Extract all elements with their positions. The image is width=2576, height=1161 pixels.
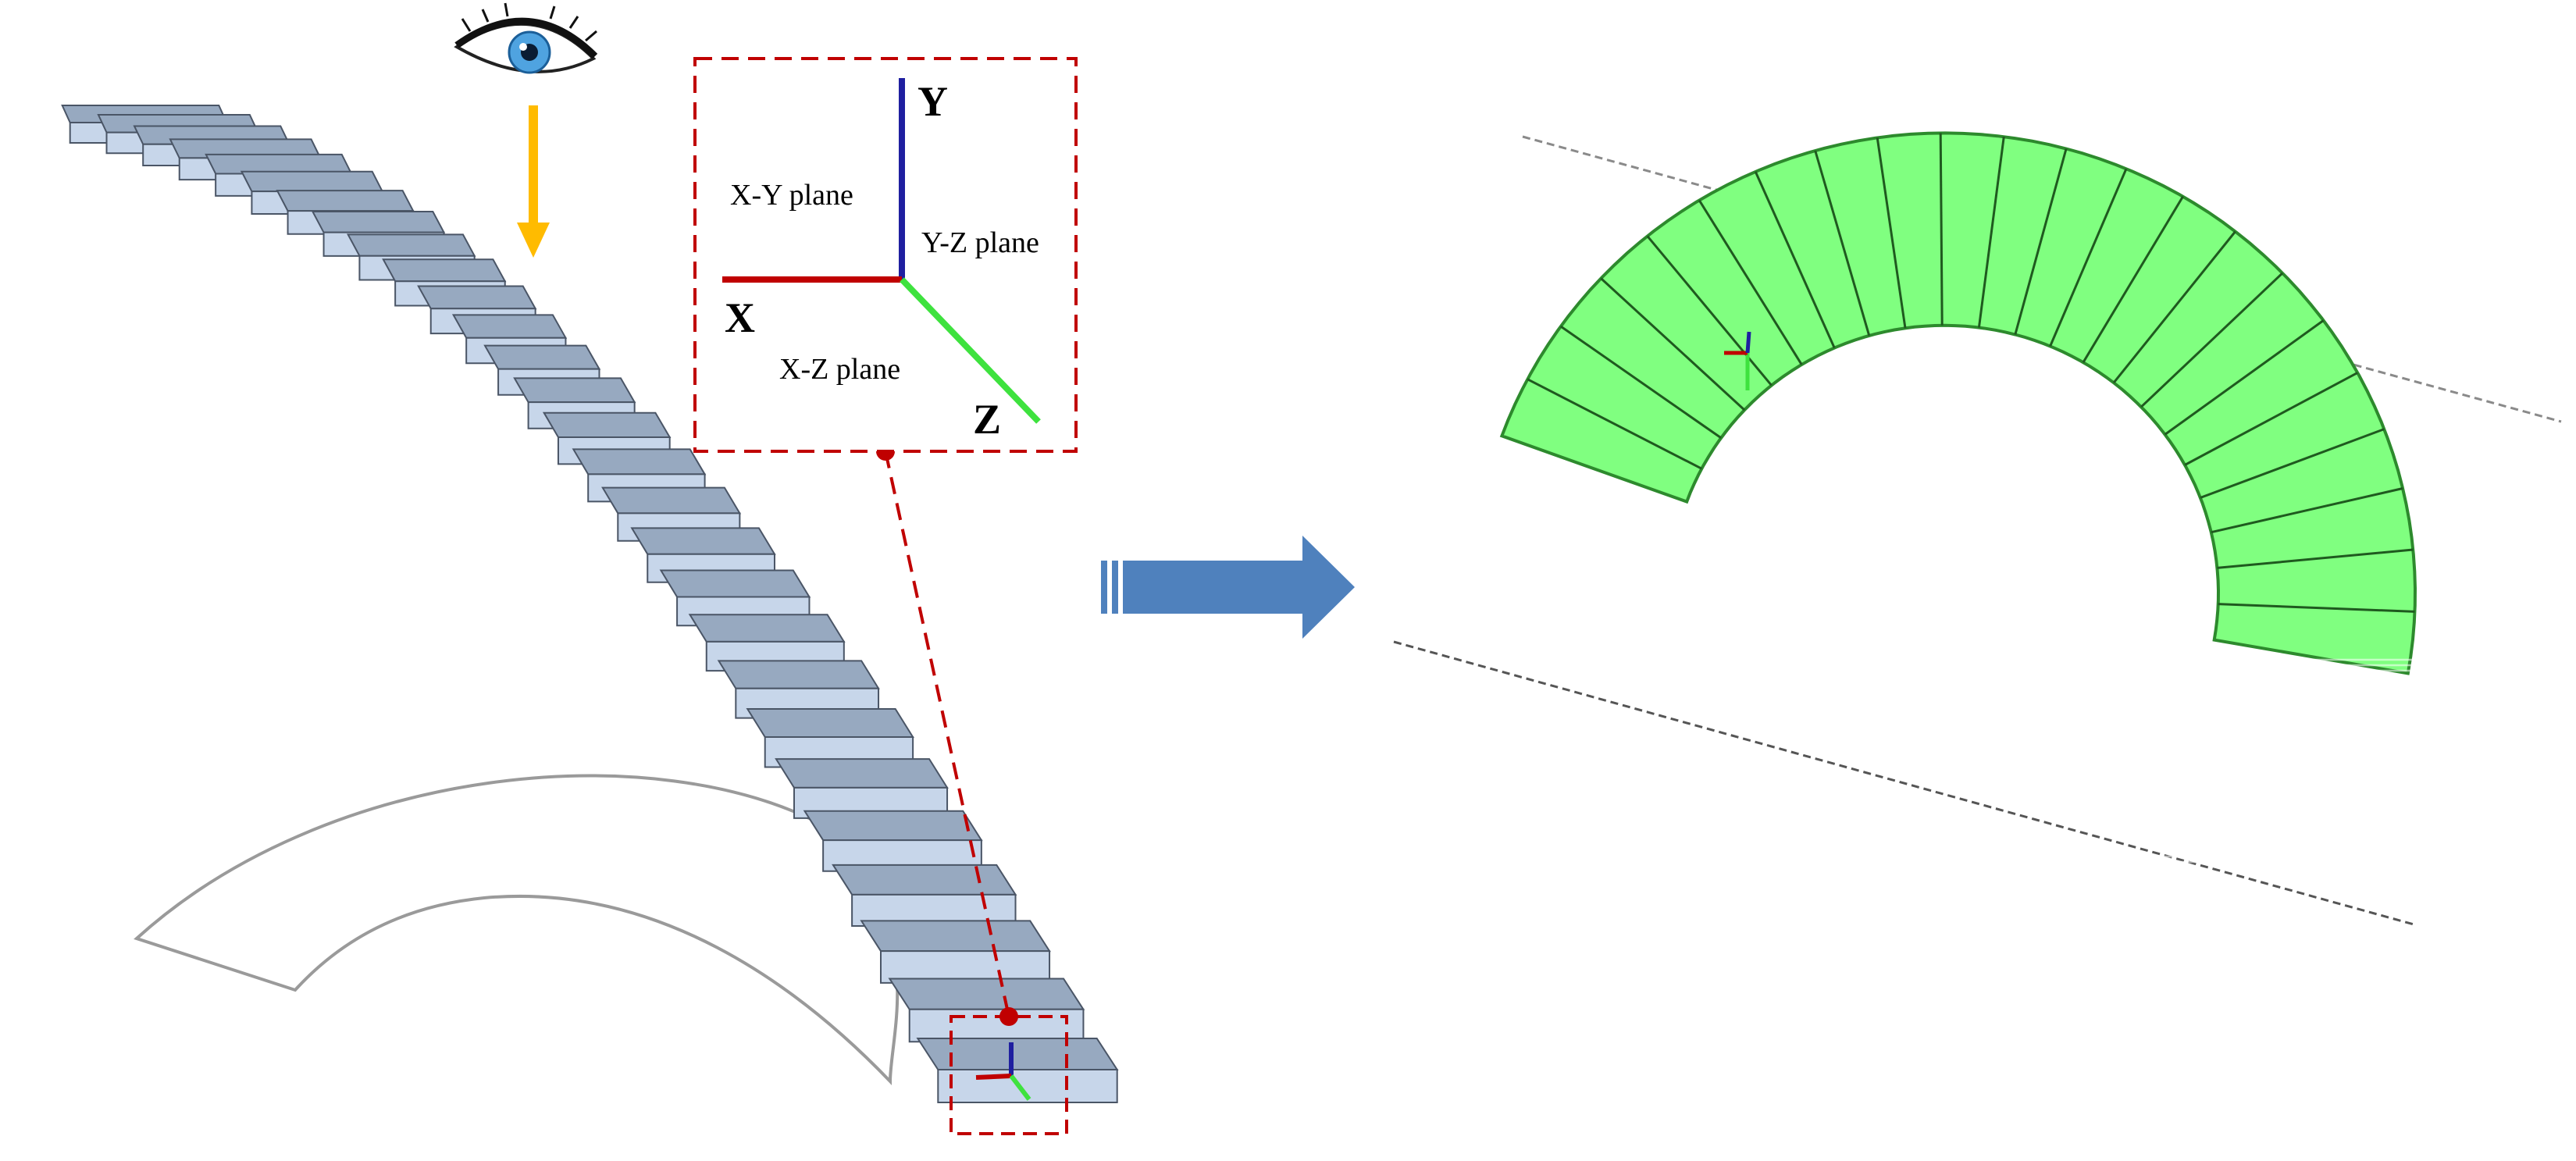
step-division-line — [2200, 428, 2385, 499]
eye-icon — [454, 2, 598, 74]
stair-step — [888, 978, 1085, 1043]
step-division-line — [2049, 168, 2128, 347]
view-direction-arrow — [517, 105, 550, 258]
stair-step — [832, 864, 1017, 928]
step-division-line — [1754, 171, 1836, 349]
zoom-link-dot-bottom — [999, 1007, 1018, 1026]
step-division-line — [2014, 148, 2068, 335]
step-division-line — [1646, 235, 1773, 386]
z-axis-line — [900, 277, 1041, 424]
xy-plane-label: X-Y plane — [730, 179, 853, 212]
zoom-connector-line — [884, 451, 1010, 1017]
stair-step — [775, 758, 949, 819]
step-division-line — [2211, 487, 2403, 534]
yz-plane-label: Y-Z plane — [921, 226, 1039, 259]
step-division-line — [1559, 325, 1722, 440]
projected-hatch — [2163, 658, 2421, 864]
z-axis-label: Z — [973, 396, 1001, 443]
projection-guide-line-bottom — [1393, 640, 2417, 927]
step-division-line — [1977, 136, 2005, 328]
y-axis-label: Y — [917, 78, 948, 125]
step-division-line — [2112, 230, 2236, 384]
projected-arc-fill — [1499, 131, 2417, 675]
floor-arc-outline — [134, 774, 900, 1085]
stair-step — [803, 810, 983, 872]
step-division-line — [2164, 319, 2325, 436]
base-axis-triad — [975, 1042, 1031, 1101]
step-division-line — [1698, 199, 1803, 365]
step-division-line — [1939, 133, 1944, 326]
step-division-line — [2217, 548, 2414, 569]
step-division-line — [2140, 272, 2284, 408]
step-division-line — [1527, 378, 1702, 470]
transform-arrow — [1101, 536, 1355, 639]
x-axis-label: X — [725, 294, 755, 341]
projection-axis-triad — [1724, 331, 1751, 390]
step-division-line — [2218, 603, 2415, 613]
stair-step — [916, 1038, 1119, 1103]
inset-border — [693, 57, 1078, 453]
stair-step — [860, 920, 1051, 984]
step-division-line — [2082, 195, 2184, 363]
projected-stair-footprint — [1499, 131, 2421, 864]
xz-plane-label: X-Z plane — [779, 353, 900, 386]
step-division-line — [2184, 372, 2358, 466]
axes-inset: Y X Z X-Y plane Y-Z plane X-Z plane — [693, 57, 1078, 453]
step-division-line — [1600, 277, 1746, 411]
step-division-line — [1876, 137, 1907, 329]
step-division-line — [1814, 150, 1871, 337]
